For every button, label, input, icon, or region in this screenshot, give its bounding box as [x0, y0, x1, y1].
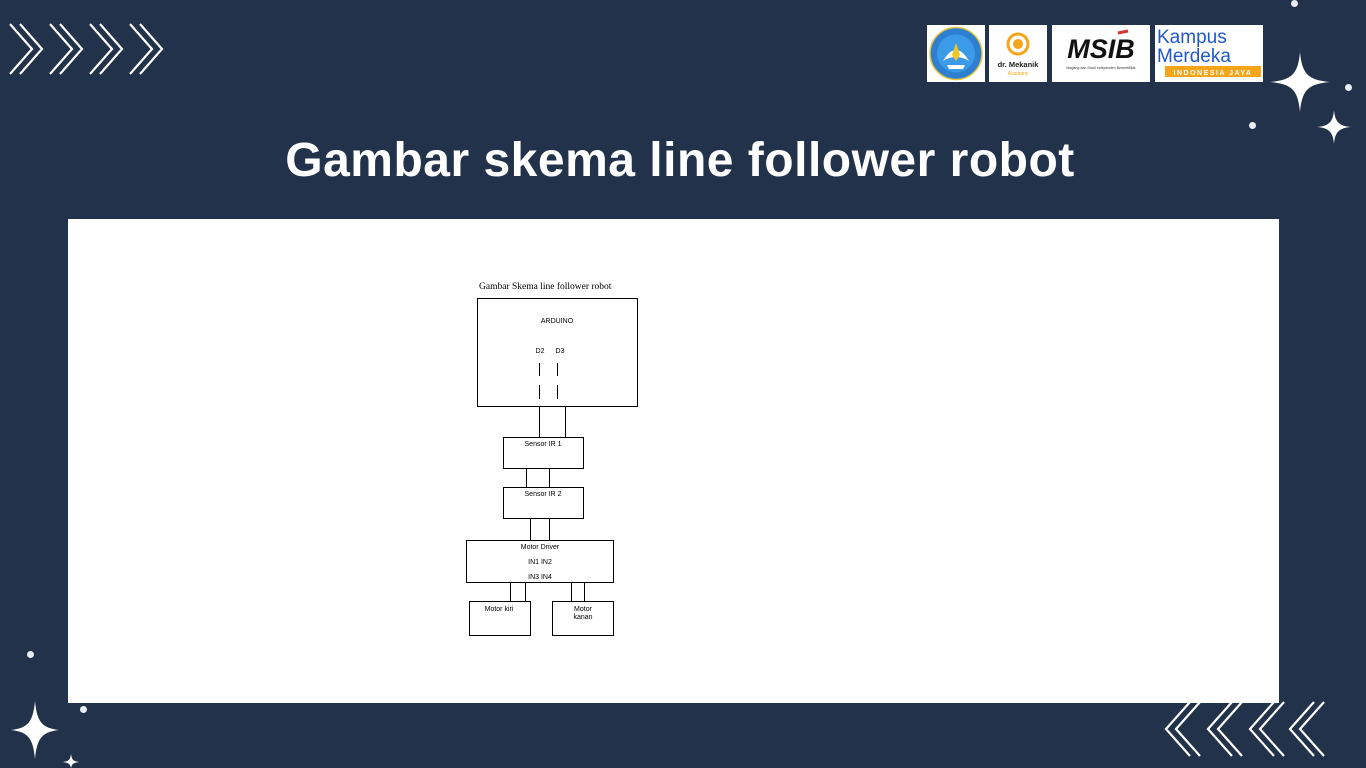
arduino-label: ARDUINO	[541, 318, 574, 325]
km-line1: Kampus	[1157, 27, 1227, 48]
msib-tagline: Magang dan Studi Independen Bersertifika…	[1066, 66, 1135, 70]
msib-logo: MSIB Magang dan Studi Independen Bersert…	[1052, 25, 1150, 82]
partner-logos: dr. Mekanik Academy MSIB Magang dan Stud…	[927, 25, 1263, 83]
motor-driver-box	[466, 540, 614, 583]
motor-left-label: Motor kiri	[485, 606, 514, 613]
decor-dot	[1249, 122, 1256, 129]
km-banner: INDONESIA JAYA	[1174, 70, 1253, 77]
sensor-ir1-label: Sensor IR 1	[525, 441, 562, 448]
sensor-ir2-label: Sensor IR 2	[525, 491, 562, 498]
motor-right-label-1: Motor	[574, 606, 593, 613]
slide-title: Gambar skema line follower robot	[285, 134, 1075, 187]
sparkle-icon	[1317, 110, 1351, 144]
sparkle-icon	[63, 754, 79, 768]
sparkle-icon	[11, 701, 59, 759]
kampus-merdeka-logo: Kampus Merdeka INDONESIA JAYA	[1155, 25, 1263, 82]
pin-d3-label: D3	[556, 348, 565, 355]
sensor-ir2-box	[503, 487, 584, 519]
motor-driver-in12: IN1 IN2	[528, 559, 552, 566]
chevron-decoration-top-left	[9, 23, 164, 75]
diagram-panel: Gambar Skema line follower robot ARDUINO…	[68, 219, 1279, 703]
motor-driver-in34: IN3 IN4	[528, 574, 552, 581]
motor-right-box	[552, 601, 614, 636]
dr-mekanik-logo: dr. Mekanik Academy	[989, 25, 1047, 82]
drmekanik-name: dr. Mekanik	[998, 60, 1040, 69]
drmekanik-sub: Academy	[1008, 71, 1029, 77]
sensor-ir1-box	[503, 437, 584, 469]
motor-driver-label: Motor Driver	[521, 544, 560, 551]
decor-dot	[80, 706, 87, 713]
decor-dot	[1291, 0, 1298, 7]
schematic-diagram: Gambar Skema line follower robot ARDUINO…	[466, 281, 638, 636]
chevron-decoration-bottom-right	[1164, 701, 1325, 757]
decor-dot	[1345, 84, 1352, 91]
diagram-caption: Gambar Skema line follower robot	[479, 281, 612, 292]
sparkle-icon	[1270, 52, 1330, 112]
motor-left-box	[469, 601, 531, 636]
decor-dot	[27, 651, 34, 658]
motor-right-label-2: kanan	[573, 614, 592, 621]
km-line2: Merdeka	[1157, 46, 1231, 67]
pin-d2-label: D2	[536, 348, 545, 355]
arduino-box	[477, 298, 638, 407]
tut-wuri-handayani-logo	[927, 25, 985, 82]
msib-name: MSIB	[1067, 34, 1135, 64]
